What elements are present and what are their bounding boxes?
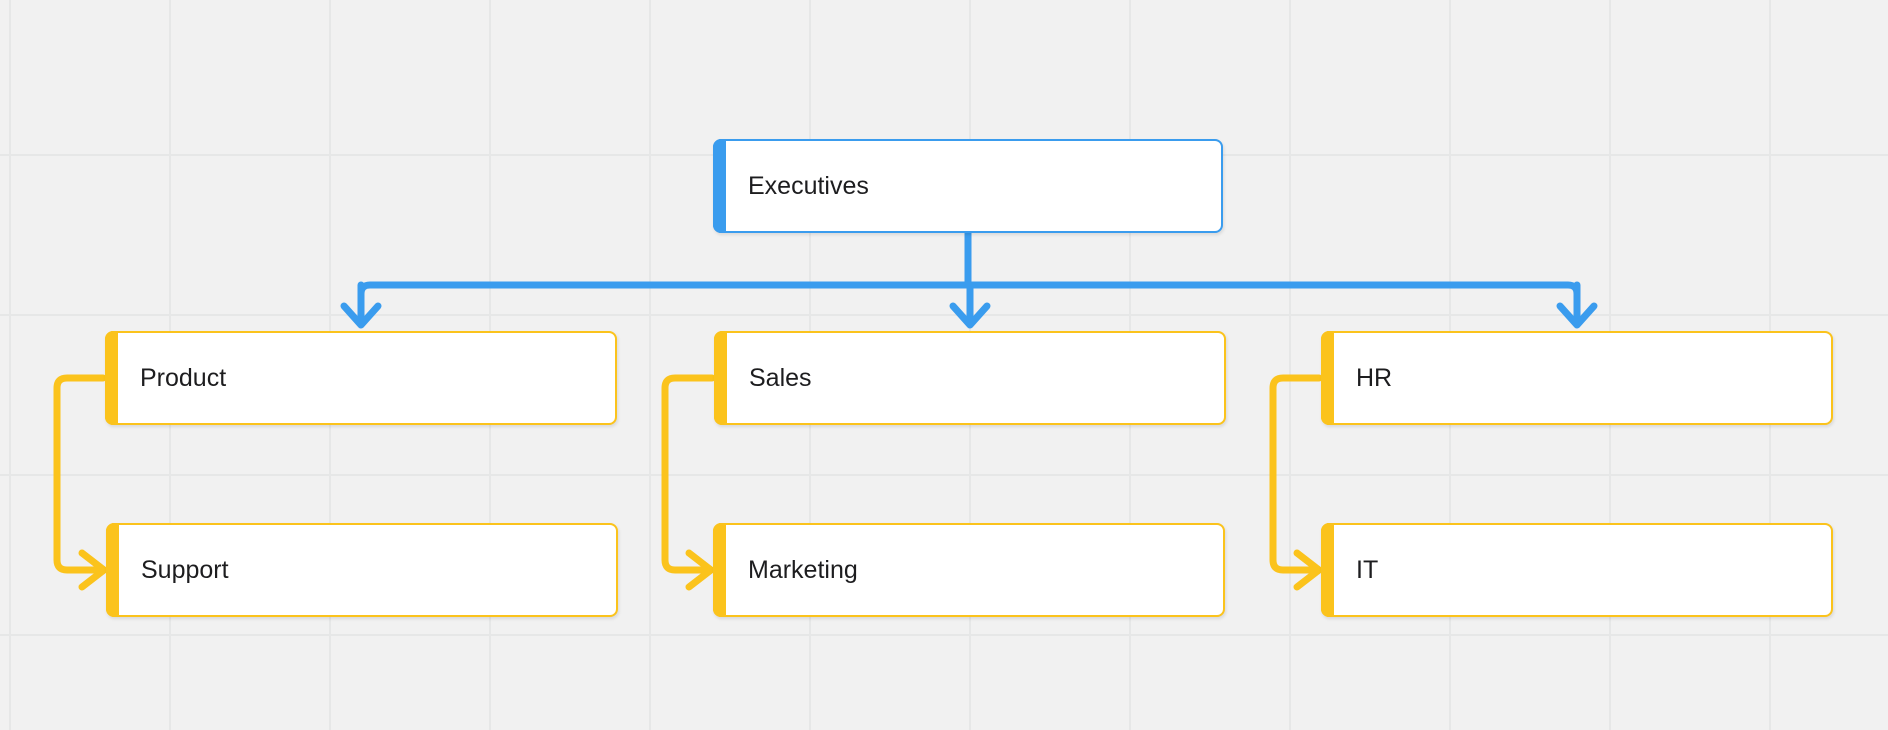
connector-sales-marketing[interactable]	[661, 374, 716, 591]
node-support[interactable]: Support	[106, 523, 618, 617]
node-accent-bar	[106, 523, 119, 617]
node-accent-bar	[713, 523, 726, 617]
node-executives[interactable]: Executives	[713, 139, 1223, 233]
node-label: HR	[1356, 363, 1393, 392]
node-label: Marketing	[748, 555, 858, 584]
node-label: Executives	[748, 171, 869, 200]
node-hr[interactable]: HR	[1321, 331, 1833, 425]
node-accent-bar	[1321, 331, 1334, 425]
node-product[interactable]: Product	[105, 331, 617, 425]
node-accent-bar	[105, 331, 118, 425]
node-label: Sales	[749, 363, 812, 392]
connector-executives-children[interactable]	[340, 226, 1598, 329]
node-label: Support	[141, 555, 229, 584]
node-it[interactable]: IT	[1321, 523, 1833, 617]
node-accent-bar	[713, 139, 726, 233]
node-label: Product	[140, 363, 227, 392]
node-sales[interactable]: Sales	[714, 331, 1226, 425]
node-accent-bar	[714, 331, 727, 425]
node-label: IT	[1356, 555, 1379, 584]
node-accent-bar	[1321, 523, 1334, 617]
connector-product-support[interactable]	[53, 374, 108, 591]
node-marketing[interactable]: Marketing	[713, 523, 1225, 617]
connector-hr-it[interactable]	[1269, 374, 1323, 591]
